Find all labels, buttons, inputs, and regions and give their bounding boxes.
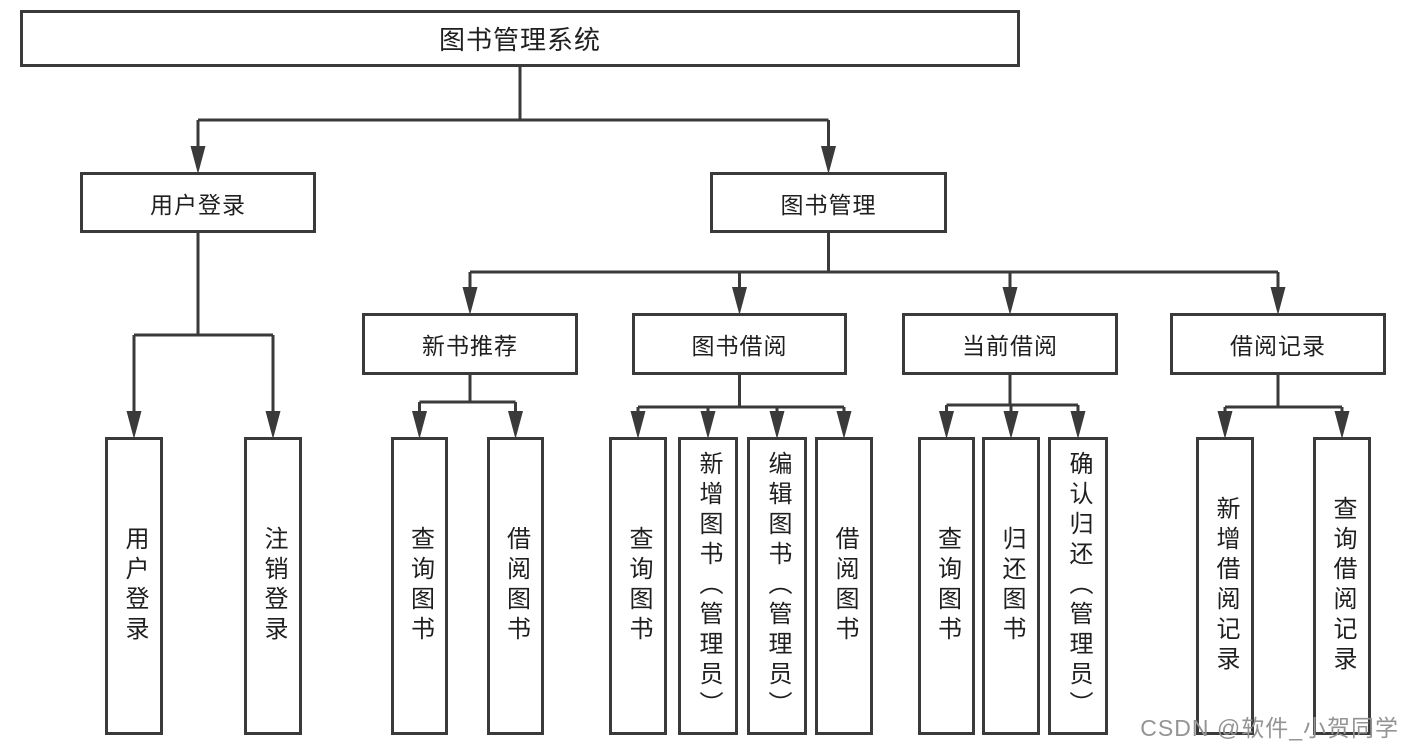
node-label: 编辑图书（管理员） bbox=[764, 451, 791, 721]
node-col-query-books-2: 查询图书 bbox=[609, 437, 667, 735]
node-label: 归还图书 bbox=[998, 526, 1025, 646]
node-label: 查询图书 bbox=[406, 526, 434, 646]
arrowhead-icon bbox=[821, 146, 836, 174]
arrowhead-icon bbox=[1003, 411, 1019, 439]
arrowhead-icon bbox=[1270, 287, 1286, 315]
arrowhead-icon bbox=[462, 287, 478, 315]
node-col-edit-book-admin: 编辑图书（管理员） bbox=[747, 437, 807, 735]
node-book-borrowing: 图书借阅 bbox=[632, 313, 847, 375]
node-col-add-borrow-record: 新增借阅记录 bbox=[1196, 437, 1254, 735]
node-col-add-book-admin: 新增图书（管理员） bbox=[678, 437, 738, 735]
node-col-borrow-books-2: 借阅图书 bbox=[815, 437, 873, 735]
node-label: 用户登录 bbox=[150, 191, 246, 218]
node-label: 图书管理 bbox=[780, 191, 877, 218]
arrowhead-icon bbox=[190, 146, 206, 174]
node-new-book-recommend: 新书推荐 bbox=[362, 313, 578, 375]
arrowhead-icon bbox=[630, 411, 646, 439]
node-library-system: 图书管理系统 bbox=[20, 10, 1020, 67]
node-label: 借阅图书 bbox=[502, 526, 530, 646]
arrowhead-icon bbox=[836, 411, 852, 439]
node-col-query-books-1: 查询图书 bbox=[391, 437, 448, 735]
arrowhead-icon bbox=[126, 411, 142, 439]
node-label: 查询图书 bbox=[625, 526, 652, 646]
node-borrow-records: 借阅记录 bbox=[1170, 313, 1386, 375]
node-label: 新增图书（管理员） bbox=[695, 451, 722, 721]
node-col-user-login: 用户登录 bbox=[105, 437, 163, 735]
arrowhead-icon bbox=[1002, 287, 1018, 315]
node-label: 借阅记录 bbox=[1230, 333, 1326, 359]
arrowhead-icon bbox=[939, 411, 954, 439]
node-label: 确认归还（管理员） bbox=[1065, 451, 1092, 721]
arrowhead-icon bbox=[265, 411, 281, 439]
node-col-confirm-return-admin: 确认归还（管理员） bbox=[1048, 437, 1108, 735]
node-label: 图书借阅 bbox=[691, 333, 788, 359]
node-col-query-borrow-record: 查询借阅记录 bbox=[1313, 437, 1371, 735]
node-label: 新书推荐 bbox=[422, 333, 518, 359]
node-col-query-books-3: 查询图书 bbox=[918, 437, 975, 735]
node-col-logout: 注销登录 bbox=[244, 437, 302, 735]
node-user-login: 用户登录 bbox=[80, 172, 316, 233]
arrowhead-icon bbox=[508, 411, 523, 439]
node-label: 查询图书 bbox=[933, 526, 961, 646]
node-label: 新增借阅记录 bbox=[1212, 496, 1239, 676]
arrowhead-icon bbox=[412, 411, 427, 439]
node-current-borrowing: 当前借阅 bbox=[902, 313, 1118, 375]
node-label: 用户登录 bbox=[121, 526, 148, 646]
node-label: 图书管理系统 bbox=[438, 25, 601, 55]
arrowhead-icon bbox=[1070, 411, 1086, 439]
node-label: 借阅图书 bbox=[831, 526, 858, 646]
node-col-borrow-books-1: 借阅图书 bbox=[487, 437, 544, 735]
node-label: 当前借阅 bbox=[962, 333, 1058, 359]
arrowhead-icon bbox=[700, 411, 716, 439]
arrowhead-icon bbox=[1334, 411, 1350, 439]
arrowhead-icon bbox=[732, 287, 747, 315]
node-label: 查询借阅记录 bbox=[1329, 496, 1356, 676]
node-book-management: 图书管理 bbox=[710, 172, 947, 233]
node-col-return-books: 归还图书 bbox=[982, 437, 1040, 735]
arrowhead-icon bbox=[1217, 411, 1233, 439]
node-label: 注销登录 bbox=[260, 526, 287, 646]
arrowhead-icon bbox=[769, 411, 785, 439]
